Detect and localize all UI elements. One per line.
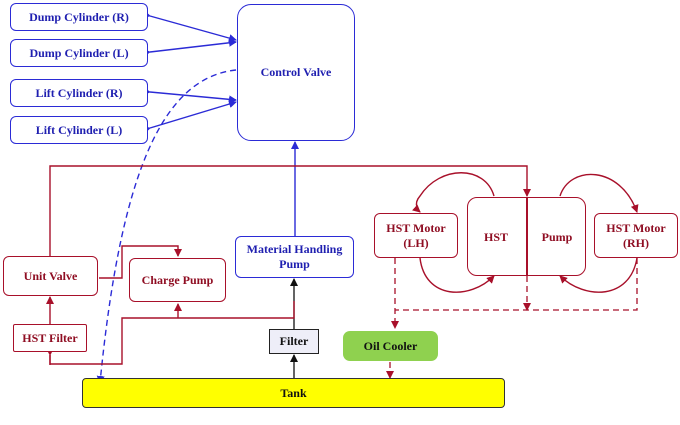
tank-label: Tank <box>280 385 307 400</box>
dump-cylinder-left: Dump Cylinder (L) <box>10 39 148 67</box>
filter-label: Filter <box>279 334 309 348</box>
dump-cylinder-right-label: Dump Cylinder (R) <box>29 9 129 24</box>
dump-cylinder-left-label: Dump Cylinder (L) <box>29 45 129 60</box>
hst-motor-lh-label-line1: HST Motor <box>386 220 446 235</box>
hst-motor-rh: HST Motor(RH) <box>594 213 678 258</box>
filter: Filter <box>269 329 319 354</box>
unit-valve: Unit Valve <box>3 256 98 296</box>
lift-cylinder-right-label: Lift Cylinder (R) <box>35 85 123 100</box>
lift-cylinder-left: Lift Cylinder (L) <box>10 116 148 144</box>
hst-motor-lh-label-line2: (LH) <box>403 235 429 250</box>
hst-filter-label: HST Filter <box>22 330 78 345</box>
link-control-valve-dump-l <box>142 38 237 57</box>
pump-label-box: Pump <box>530 225 584 249</box>
loop-hst-to-motor-lh-top <box>412 172 495 213</box>
hst-label: HST <box>483 229 508 244</box>
pump-label: Pump <box>541 229 573 244</box>
link-unit-valve-to-charge-pump <box>99 245 182 279</box>
hst-motor-rh-label-line1: HST Motor <box>606 220 666 235</box>
oil-cooler-label: Oil Cooler <box>363 338 418 353</box>
link-charge-pump-to-hst-filter <box>178 301 295 319</box>
hst-label-box: HST <box>470 225 522 249</box>
unit-valve-label: Unit Valve <box>23 268 78 283</box>
hst-filter: HST Filter <box>13 324 87 352</box>
material-pump-label-line1: Material Handling <box>246 242 343 256</box>
link-control-valve-dump-r <box>142 10 237 42</box>
hst-motor-rh-label-line2: (RH) <box>623 235 649 250</box>
drain-motor-rh <box>395 258 638 311</box>
charge-pump: Charge Pump <box>129 258 226 302</box>
tank: Tank <box>82 378 505 408</box>
loop-motor-rh-to-hst-bottom <box>559 257 638 293</box>
dump-cylinder-right: Dump Cylinder (R) <box>10 3 148 31</box>
control-valve: Control Valve <box>237 4 355 141</box>
loop-hst-to-motor-rh-top <box>559 173 639 213</box>
oil-cooler: Oil Cooler <box>343 331 438 361</box>
charge-pump-label: Charge Pump <box>141 272 214 287</box>
lift-cylinder-left-label: Lift Cylinder (L) <box>35 122 123 137</box>
loop-motor-lh-to-hst-bottom <box>419 257 495 293</box>
hst-motor-lh: HST Motor(LH) <box>374 213 458 258</box>
link-control-valve-lift-l <box>142 100 237 134</box>
material-pump-label-line2: Pump <box>279 257 310 271</box>
link-control-valve-lift-r <box>142 87 237 104</box>
link-unit-valve-to-hst <box>49 165 531 256</box>
lift-cylinder-right: Lift Cylinder (R) <box>10 79 148 107</box>
control-valve-label: Control Valve <box>260 65 332 79</box>
hst-pump-divider <box>526 197 528 276</box>
